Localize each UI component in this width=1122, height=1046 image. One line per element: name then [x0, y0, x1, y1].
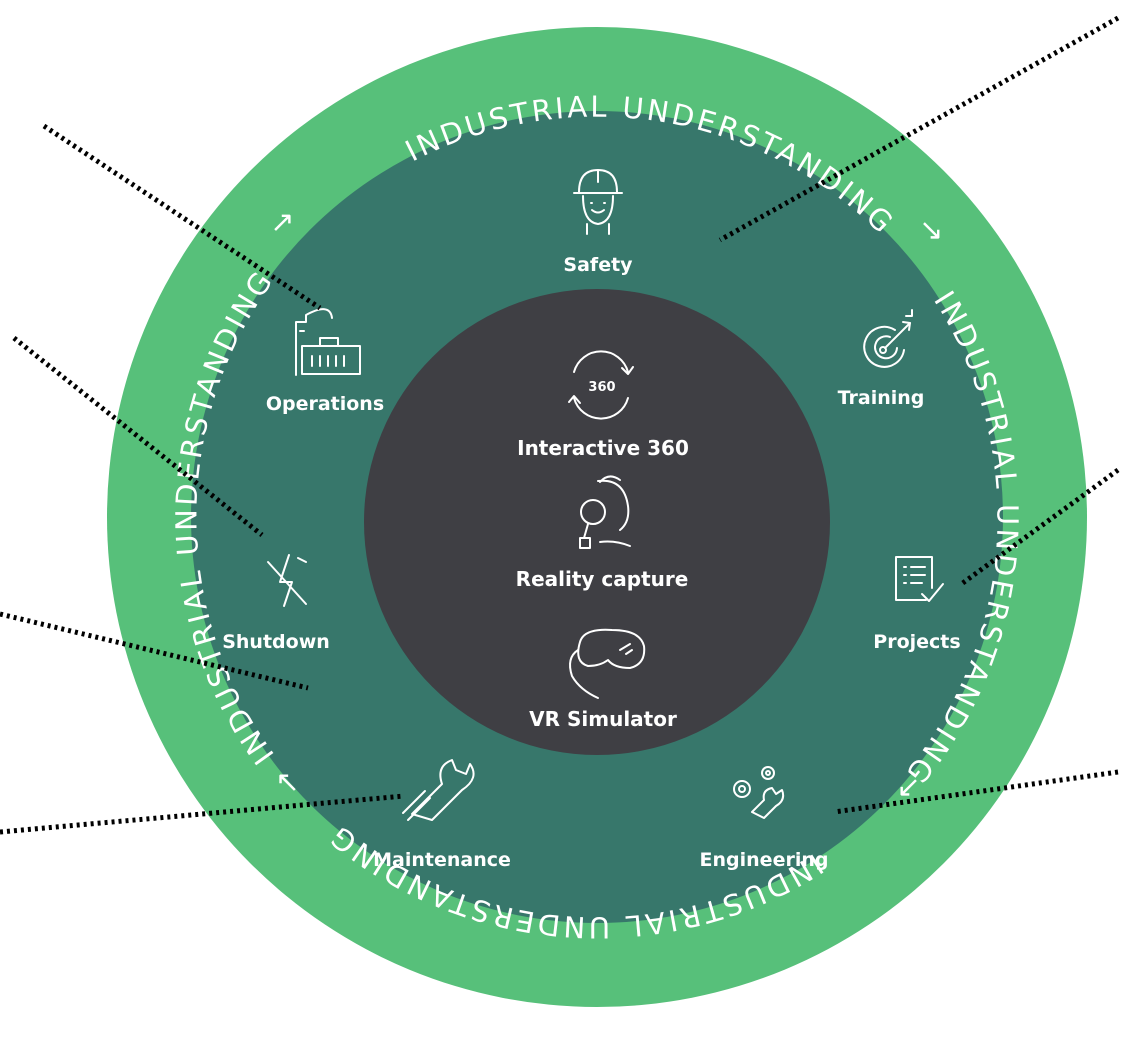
segment-label-shutdown: Shutdown	[222, 631, 330, 653]
core-label-vr-simulator: VR Simulator	[529, 707, 677, 731]
vr-headset-icon	[569, 628, 646, 699]
core-item-reality-capture: Reality capture	[516, 475, 689, 591]
segment-training: Training	[838, 309, 925, 409]
connector-operations	[42, 123, 322, 311]
connector-lines	[0, 15, 1120, 835]
segment-maintenance: Maintenance	[373, 759, 511, 871]
target-arrow-icon	[863, 309, 913, 368]
gears-wrench-icon	[733, 766, 785, 819]
connector-projects	[958, 467, 1120, 588]
segment-label-maintenance: Maintenance	[373, 849, 511, 871]
segment-label-projects: Projects	[873, 631, 960, 653]
core-item-interactive-360: 360 Interactive 360	[517, 350, 689, 460]
connector-maintenance	[0, 793, 405, 835]
segment-label-engineering: Engineering	[700, 849, 829, 871]
power-off-icon	[267, 554, 307, 607]
connector-safety	[718, 15, 1120, 243]
magnifier-person-icon	[579, 475, 631, 549]
core-label-reality-capture: Reality capture	[516, 567, 689, 591]
wrench-icon	[402, 759, 475, 821]
connector-engineering	[833, 769, 1119, 815]
rotate-360-icon: 360	[568, 350, 634, 420]
core-item-vr-simulator: VR Simulator	[529, 628, 677, 731]
segment-shutdown: Shutdown	[222, 554, 330, 653]
segment-operations: Operations	[266, 308, 384, 415]
core-circle	[364, 289, 830, 755]
checklist-icon	[895, 556, 944, 602]
segment-safety: Safety	[563, 169, 633, 276]
segment-label-training: Training	[838, 387, 925, 409]
worker-hardhat-icon	[573, 169, 623, 235]
segment-label-safety: Safety	[563, 254, 633, 276]
core-label-interactive-360: Interactive 360	[517, 436, 689, 460]
segment-projects: Projects	[873, 556, 961, 653]
segment-engineering: Engineering	[700, 766, 829, 871]
rotate-360-badge: 360	[588, 380, 615, 395]
segment-label-operations: Operations	[266, 393, 384, 415]
